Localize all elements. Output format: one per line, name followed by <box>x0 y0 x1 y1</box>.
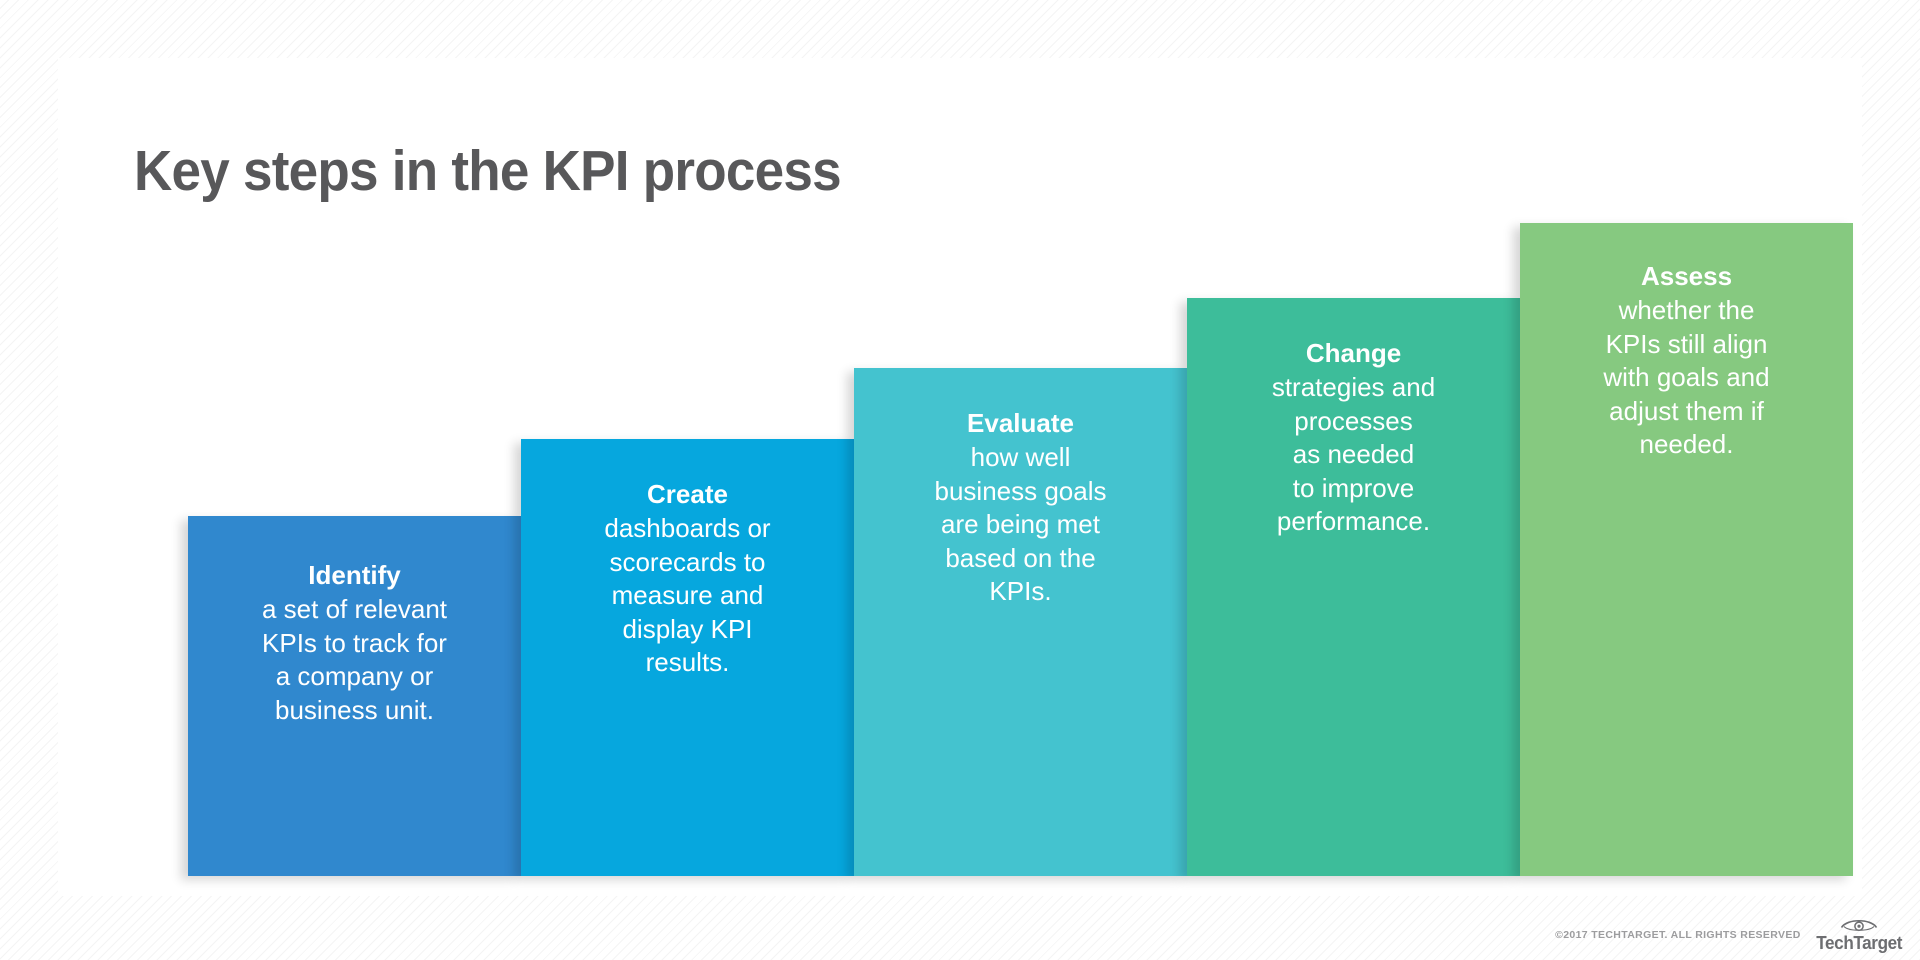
step-content: Change strategies and processes as neede… <box>1187 298 1520 539</box>
eye-icon <box>1840 919 1877 932</box>
step-title: Identify <box>308 560 401 590</box>
page-title: Key steps in the KPI process <box>134 139 842 203</box>
step-content: Assess whether the KPIs still align with… <box>1520 223 1853 462</box>
step-title: Change <box>1305 338 1402 368</box>
step-description: a set of relevant KPIs to track for a co… <box>262 594 447 725</box>
step-title: Create <box>647 479 728 509</box>
step-bar-assess: Assess whether the KPIs still align with… <box>1520 223 1853 876</box>
techtarget-logo: TechTarget <box>1814 917 1904 952</box>
copyright-text: ©2017 TECHTARGET. ALL RIGHTS RESERVED <box>1555 928 1801 941</box>
step-bar-create: Create dashboards or scorecards to measu… <box>521 439 854 876</box>
step-title: Evaluate <box>967 408 1074 438</box>
step-content: Create dashboards or scorecards to measu… <box>521 439 854 680</box>
step-description: how well business goals are being met ba… <box>934 442 1107 607</box>
step-description: strategies and processes as needed to im… <box>1271 372 1436 537</box>
step-description: whether the KPIs still align with goals … <box>1603 295 1770 460</box>
step-bar-identify: Identify a set of relevant KPIs to track… <box>188 516 521 876</box>
content-card: Key steps in the KPI process Identify a … <box>58 58 1862 896</box>
footer: ©2017 TECHTARGET. ALL RIGHTS RESERVED Te… <box>1555 917 1904 952</box>
step-content: Evaluate how well business goals are bei… <box>854 368 1187 609</box>
step-content: Identify a set of relevant KPIs to track… <box>188 516 521 727</box>
techtarget-wordmark: TechTarget <box>1815 933 1902 953</box>
kpi-steps-chart: Identify a set of relevant KPIs to track… <box>130 188 1862 888</box>
step-bar-evaluate: Evaluate how well business goals are bei… <box>854 368 1187 876</box>
step-title: Assess <box>1640 261 1733 291</box>
step-description: dashboards or scorecards to measure and … <box>604 513 771 678</box>
step-bar-change: Change strategies and processes as neede… <box>1187 298 1520 876</box>
